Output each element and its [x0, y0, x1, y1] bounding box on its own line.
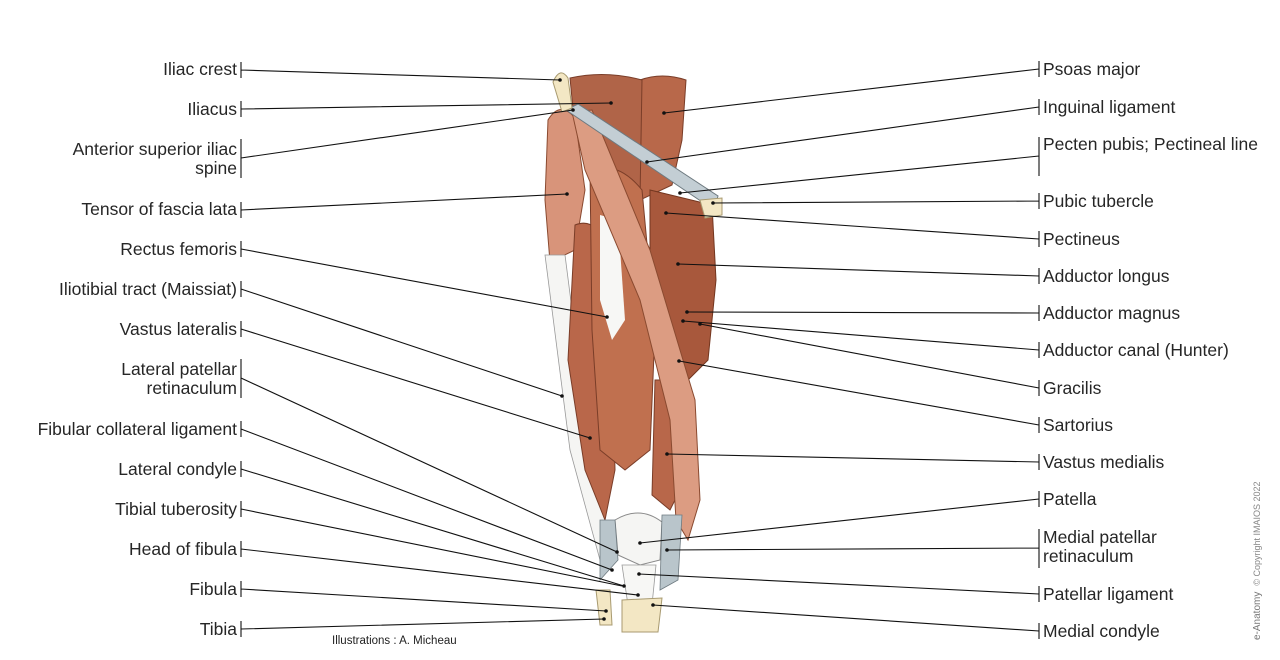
lateral-retinaculum-shape	[599, 519, 619, 582]
label-inguinal-ligament: Inguinal ligament	[1043, 97, 1176, 117]
label-gracilis: Gracilis	[1043, 378, 1102, 398]
label-patella: Patella	[1043, 489, 1097, 509]
label-psoas-major: Psoas major	[1043, 59, 1141, 79]
label-adductor-longus: Adductor longus	[1043, 266, 1170, 286]
label-iliac-crest: Iliac crest	[163, 59, 237, 79]
brand-name: e-Anatomy	[1252, 591, 1263, 640]
label-iliotibial-tract: Iliotibial tract (Maissiat)	[59, 279, 237, 299]
label-iliacus: Iliacus	[187, 99, 237, 119]
leader-lines-right	[638, 61, 1040, 639]
label-medial-condyle: Medial condyle	[1043, 621, 1160, 641]
label-adductor-canal: Adductor canal (Hunter)	[1043, 340, 1229, 360]
brand-copyright: © Copyright IMAIOS 2022	[1252, 481, 1262, 586]
inguinal-ligament-shape	[565, 103, 719, 211]
label-fibula: Fibula	[189, 579, 237, 599]
iliac-crest-shape	[552, 72, 573, 113]
patella-shape	[614, 512, 663, 566]
pointer-dots	[558, 78, 715, 621]
sartorius-shape	[571, 109, 701, 542]
fibula-shape	[595, 589, 613, 626]
label-sartorius: Sartorius	[1043, 415, 1114, 435]
label-vastus-lateralis: Vastus lateralis	[119, 319, 237, 339]
illustration-credit: Illustrations : A. Micheau	[332, 635, 457, 647]
label-tensor-fascia-lata: Tensor of fascia lata	[81, 199, 237, 219]
label-pectineus: Pectineus	[1043, 229, 1120, 249]
label-rectus-femoris: Rectus femoris	[120, 239, 237, 259]
label-vastus-medialis: Vastus medialis	[1043, 452, 1165, 472]
label-medial-patellar-retinaculum: Medial patellar retinaculum	[1043, 527, 1157, 566]
leader-lines-left	[240, 62, 639, 637]
tibia-shape	[621, 597, 663, 633]
label-head-of-fibula: Head of fibula	[129, 539, 237, 559]
label-tibial-tuberosity: Tibial tuberosity	[115, 499, 237, 519]
label-lateral-patellar-retinaculum: Lateral patellar retinaculum	[121, 359, 237, 398]
label-pecten-pubis: Pecten pubis; Pectineal line	[1043, 134, 1258, 154]
label-fibular-collateral-ligament: Fibular collateral ligament	[37, 419, 237, 439]
brand-watermark: e-Anatomy © Copyright IMAIOS 2022	[1252, 481, 1263, 640]
label-patellar-ligament: Patellar ligament	[1043, 584, 1174, 604]
label-lateral-condyle: Lateral condyle	[118, 459, 237, 479]
label-anterior-superior-iliac-spine: Anterior superior iliac spine	[72, 139, 237, 178]
label-pubic-tubercle: Pubic tubercle	[1043, 191, 1154, 211]
medial-retinaculum-shape	[659, 514, 683, 591]
label-adductor-magnus: Adductor magnus	[1043, 303, 1181, 323]
label-tibia: Tibia	[199, 619, 237, 639]
